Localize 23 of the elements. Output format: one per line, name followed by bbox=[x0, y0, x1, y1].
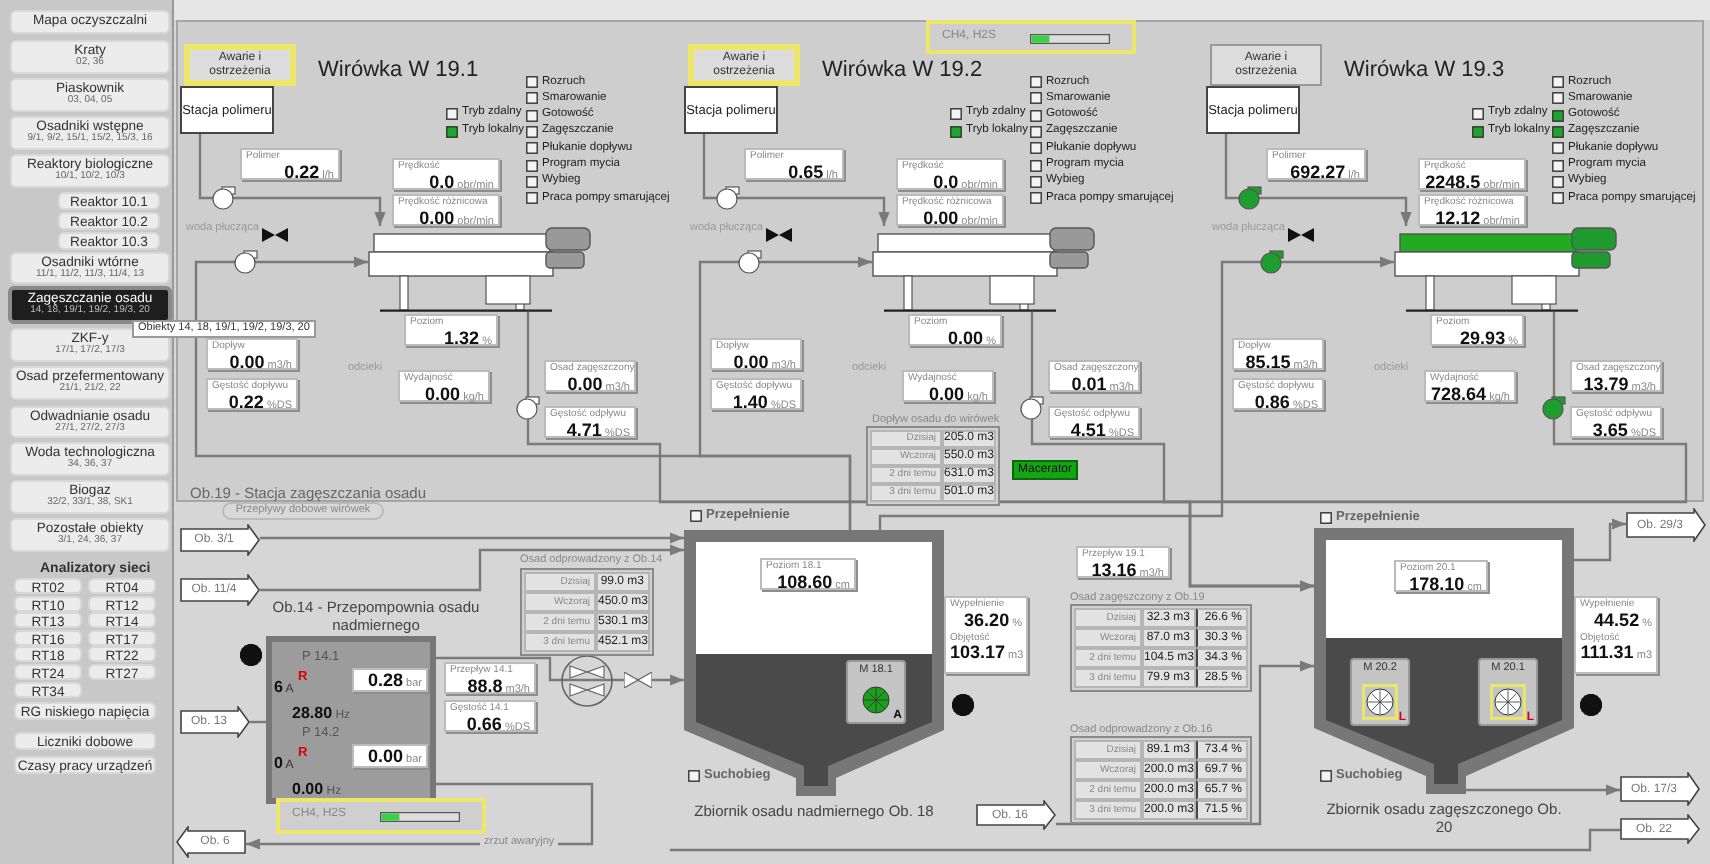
centrifuge-drawing bbox=[1394, 226, 1618, 312]
pipe-line bbox=[702, 134, 890, 226]
pipe-line bbox=[1188, 312, 1688, 592]
pipe-line bbox=[1224, 134, 1412, 226]
pipe-line bbox=[1574, 518, 1626, 562]
mixer-panel bbox=[1350, 658, 1410, 726]
mixer-panel bbox=[846, 660, 906, 724]
centrifuge-drawing bbox=[872, 226, 1096, 312]
pipe-line bbox=[260, 532, 684, 544]
pipe-line bbox=[878, 256, 1394, 530]
gas-indicator bbox=[276, 798, 486, 834]
centrifuge-title: Wirówka W 19.2 bbox=[822, 58, 983, 82]
pipe-line bbox=[698, 256, 872, 530]
centrifuge-title: Wirówka W 19.3 bbox=[1344, 58, 1505, 82]
pipe-line bbox=[1462, 784, 1620, 796]
mixer-panel bbox=[1478, 658, 1538, 726]
pipe-line bbox=[260, 544, 684, 592]
centrifuge-title: Wirówka W 19.1 bbox=[318, 58, 479, 82]
pipe-line bbox=[1056, 660, 1314, 826]
centrifuge-drawing bbox=[368, 226, 592, 312]
pipe-line bbox=[670, 828, 1620, 852]
gas-indicator bbox=[926, 20, 1136, 54]
pipe-line bbox=[198, 134, 386, 226]
